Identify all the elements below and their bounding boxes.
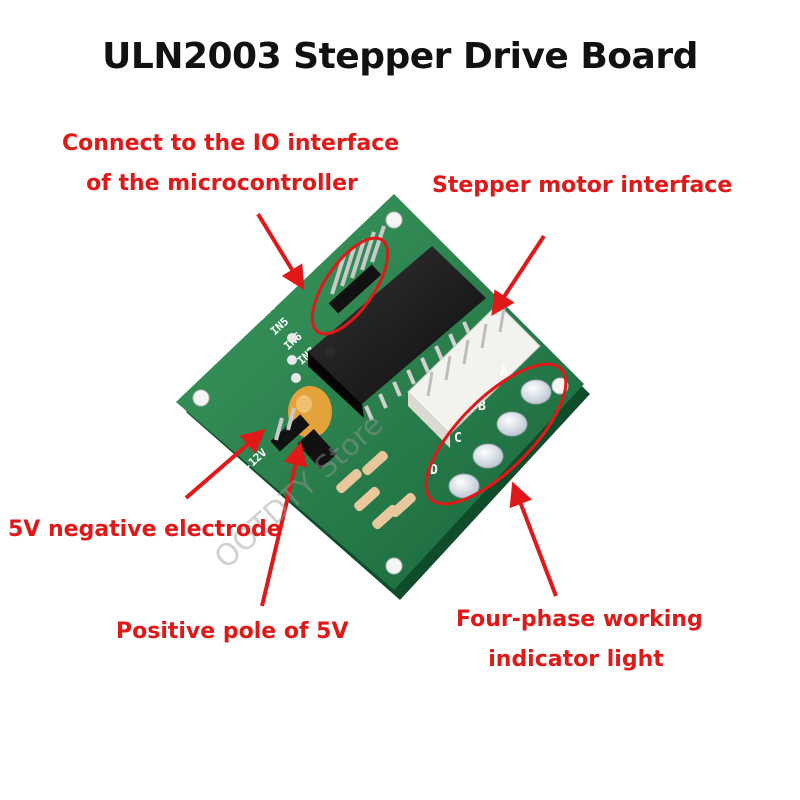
callout-positive-pole: Positive pole of 5V [116, 612, 349, 652]
pin-pad [291, 373, 301, 383]
callout-io-line1: Connect to the IO interface [62, 131, 400, 156]
callout-motor-interface: Stepper motor interface [432, 166, 732, 206]
power-header [270, 407, 337, 469]
highlight-input-header [310, 236, 390, 336]
pin-pad [287, 333, 297, 343]
arrow-motor [491, 234, 546, 317]
callout-leds-line1: Four-phase working [456, 607, 703, 632]
led-label: D [430, 463, 438, 478]
led-labels: A B C D [430, 365, 508, 478]
mounting-hole [385, 557, 403, 575]
uln2003-chip [308, 246, 486, 418]
indicator-leds [448, 379, 552, 499]
mounting-hole [385, 211, 403, 229]
highlight-leds [424, 362, 568, 506]
callout-positive-text: Positive pole of 5V [116, 619, 349, 644]
led-label: C [454, 431, 462, 446]
chip-pins [364, 321, 472, 421]
callout-io-interface: Connect to the IO interface of the micro… [62, 124, 400, 204]
callout-indicator-light: Four-phase working indicator light [456, 600, 703, 680]
led-label: A [500, 365, 508, 380]
arrow-leds [509, 481, 558, 597]
resistors [336, 450, 416, 530]
motor-connector [407, 303, 541, 448]
callout-leds-line2: indicator light [488, 647, 664, 672]
callout-arrows [184, 212, 558, 607]
callout-motor-text: Stepper motor interface [432, 173, 733, 198]
arrow-io [256, 212, 305, 291]
arrow-negative [184, 428, 266, 500]
pin-pad [287, 355, 297, 365]
led-label: B [478, 399, 486, 414]
arrow-positive [260, 441, 308, 607]
callout-negative-electrode: 5V negative electrode [8, 510, 282, 550]
callout-negative-text: 5V negative electrode [8, 517, 282, 542]
page-title: ULN2003 Stepper Drive Board [102, 36, 698, 77]
callout-io-line2: of the microcontroller [86, 171, 358, 196]
mounting-hole [192, 389, 210, 407]
